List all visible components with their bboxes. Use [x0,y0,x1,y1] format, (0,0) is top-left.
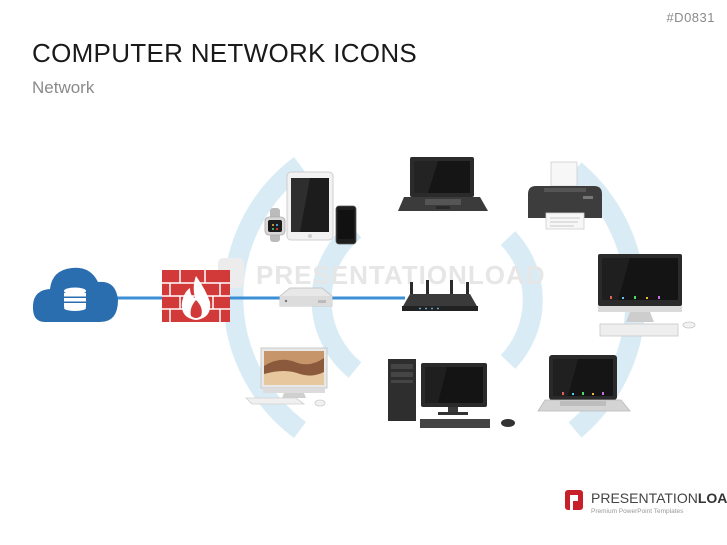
logo-mark-icon [565,490,583,512]
page-title: COMPUTER NETWORK ICONS [32,38,418,68]
page-subtitle: Network [32,78,95,97]
firewall-icon [162,270,230,322]
mobile-devices-icon [264,171,357,245]
router-icon [402,280,478,311]
switch-icon [279,287,333,307]
macbook-icon [537,355,631,412]
laptop-icon [398,157,488,211]
cloud-database-icon [32,267,118,322]
printer-icon [528,161,602,230]
tower-pc-icon [388,359,515,428]
document-code: #D0831 [666,10,715,25]
watermark: PRESENTATIONLOAD [218,258,545,290]
logo-name: PRESENTATIONLOAD [591,490,727,506]
all-in-one-computer-icon [245,347,328,407]
desktop-monitor-icon [598,254,696,337]
watermark-text: PRESENTATIONLOAD [256,260,545,290]
wifi-arc-right-inner [500,231,543,369]
presentationload-logo: PRESENTATIONLOAD Premium PowerPoint Temp… [565,488,727,522]
logo-tagline: Premium PowerPoint Templates [591,508,684,515]
